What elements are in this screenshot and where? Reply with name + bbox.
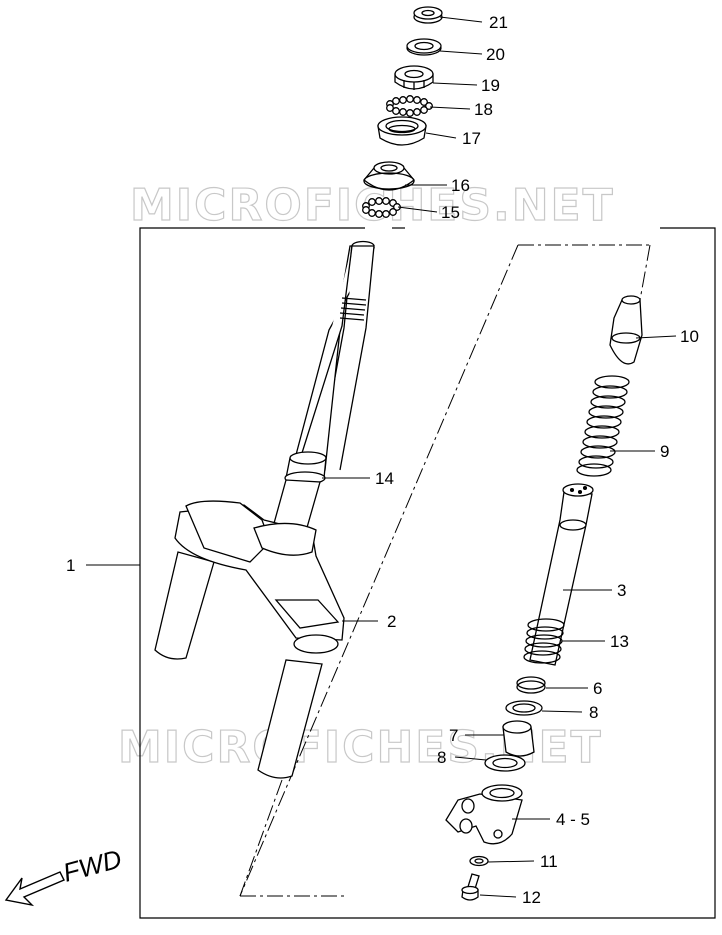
callout-13: 13 <box>610 632 629 651</box>
part-11-washer <box>469 855 489 867</box>
part-3-fork-tube <box>529 483 594 666</box>
callout-8a: 8 <box>589 703 598 722</box>
callout-16: 16 <box>451 176 470 195</box>
callout-19: 19 <box>481 76 500 95</box>
callout-14: 14 <box>375 469 394 488</box>
steering-head-parts <box>362 6 443 218</box>
callout-9: 9 <box>660 442 669 461</box>
callout-4-5: 4 - 5 <box>556 810 590 829</box>
part-19-adjusting-nut <box>394 65 434 90</box>
callout-18: 18 <box>474 100 493 119</box>
explode-guides <box>239 244 651 897</box>
part-9-spring <box>576 375 630 477</box>
callout-15: 15 <box>441 203 460 222</box>
callout-labels: 21 20 19 18 17 16 15 14 1 2 10 9 3 13 6 … <box>66 13 699 907</box>
damper-parts <box>445 295 643 901</box>
part-13-rebound-spring <box>523 618 565 664</box>
fwd-arrow-icon <box>4 871 65 907</box>
part-15-ball-bearing <box>362 197 401 218</box>
part-8-washer-lower <box>484 754 526 772</box>
leader-lines <box>86 16 677 898</box>
part-7-bushing <box>502 720 535 757</box>
callout-20: 20 <box>486 45 505 64</box>
part-17-upper-race <box>377 116 427 146</box>
part-18-ball-bearing <box>386 95 433 117</box>
callout-17: 17 <box>462 129 481 148</box>
part-8-washer-upper <box>505 700 543 716</box>
part-6-circlip <box>516 676 546 694</box>
callout-6: 6 <box>593 679 602 698</box>
callout-11: 11 <box>540 852 558 871</box>
fwd-label: FWD <box>60 843 125 887</box>
part-21-nut <box>413 6 443 24</box>
part-4-5-bottom-case <box>445 784 523 845</box>
callout-8b: 8 <box>437 748 446 767</box>
callout-1: 1 <box>66 556 75 575</box>
assembly-frame <box>139 227 716 919</box>
callout-21: 21 <box>489 13 508 32</box>
callout-12: 12 <box>522 888 541 907</box>
callout-2: 2 <box>387 612 396 631</box>
part-16-lower-cone <box>363 161 415 191</box>
fork-assembly <box>154 240 376 779</box>
callout-10: 10 <box>680 327 699 346</box>
part-12-bolt <box>461 873 480 901</box>
callout-7: 7 <box>449 726 458 745</box>
part-10-cap <box>609 295 643 365</box>
part-20-lock-washer <box>406 38 442 56</box>
callout-3: 3 <box>617 581 626 600</box>
